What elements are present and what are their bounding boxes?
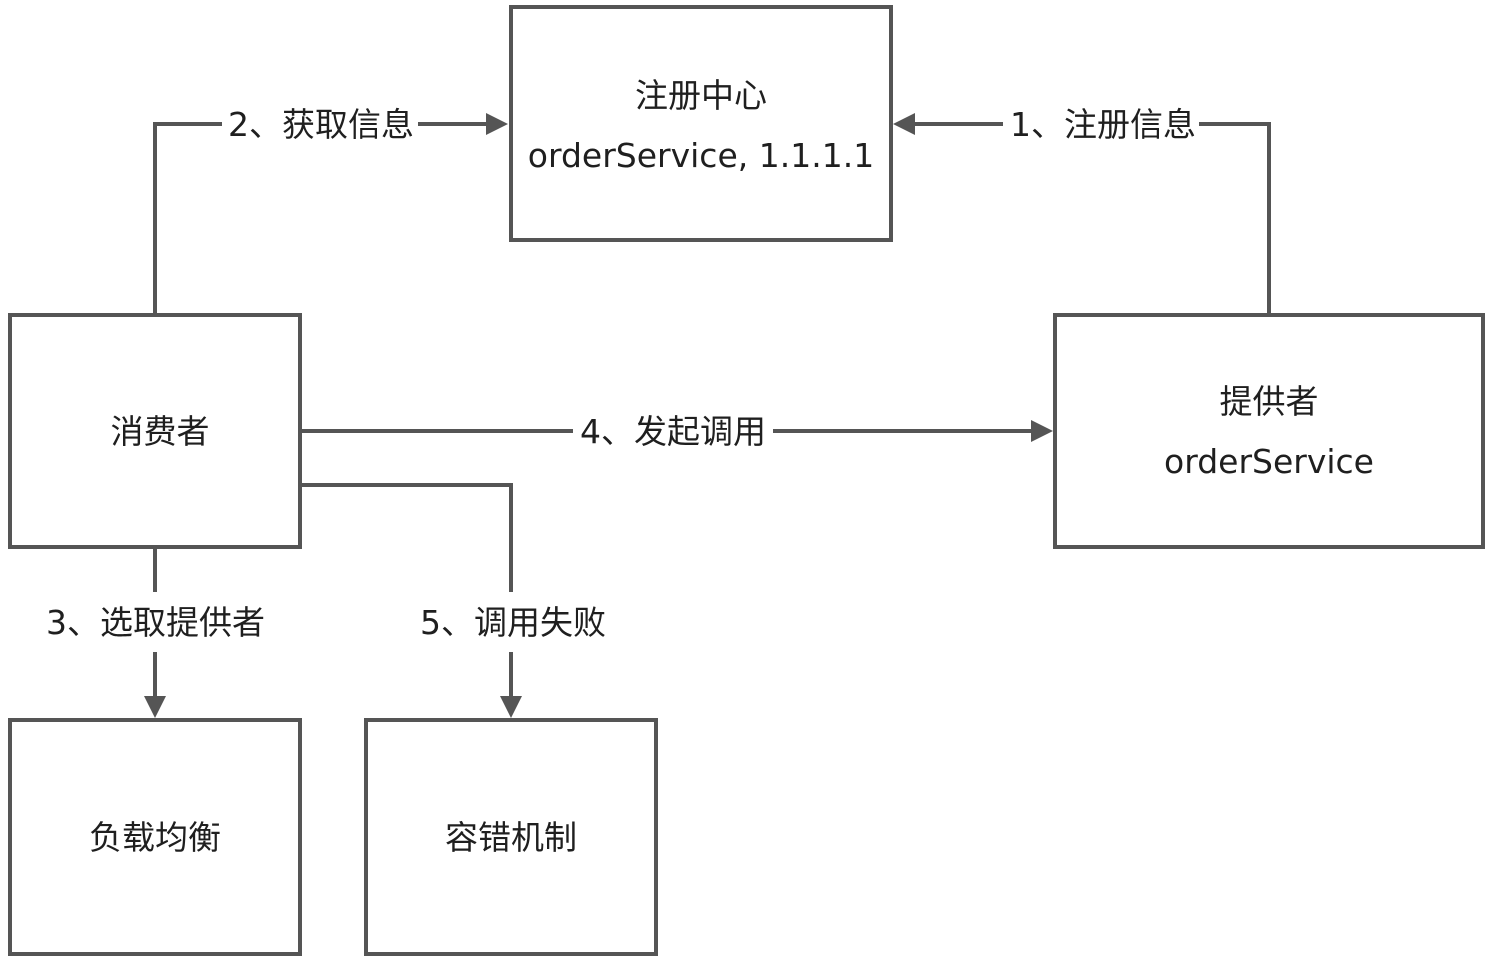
provider-node: 提供者 orderService: [1053, 313, 1485, 549]
edge-label-fetch: 2、获取信息: [228, 105, 414, 144]
edge-fetch-info: 2、获取信息: [153, 100, 508, 313]
provider-service: orderService: [1164, 442, 1374, 481]
load-balancing-node: 负载均衡: [8, 718, 302, 956]
registry-title: 注册中心: [635, 76, 767, 115]
edge-invoke: 4、发起调用: [302, 407, 1053, 455]
fault-tolerance-node: 容错机制: [364, 718, 658, 956]
edge-label-invoke: 4、发起调用: [580, 412, 766, 451]
edge-label-register: 1、注册信息: [1010, 105, 1196, 144]
consumer-node: 消费者: [8, 313, 302, 549]
registry-service: orderService, 1.1.1.1: [528, 136, 874, 175]
edge-label-fail: 5、调用失败: [420, 603, 606, 642]
fault-tolerance-label: 容错机制: [445, 818, 577, 857]
edge-label-select: 3、选取提供者: [46, 603, 265, 642]
arrowhead-icon: [144, 696, 166, 718]
arrowhead-icon: [500, 696, 522, 718]
edge-register-info: 1、注册信息: [893, 100, 1271, 313]
edge-call-failed: 5、调用失败: [302, 483, 613, 718]
edge-select-provider: 3、选取提供者: [40, 549, 276, 718]
arrowhead-icon: [486, 113, 508, 135]
load-balancing-label: 负载均衡: [89, 818, 221, 857]
arrowhead-icon: [893, 113, 915, 135]
consumer-label: 消费者: [111, 412, 210, 451]
arrowhead-icon: [1031, 420, 1053, 442]
provider-title: 提供者: [1220, 382, 1319, 421]
registry-node: 注册中心 orderService, 1.1.1.1: [509, 5, 893, 242]
